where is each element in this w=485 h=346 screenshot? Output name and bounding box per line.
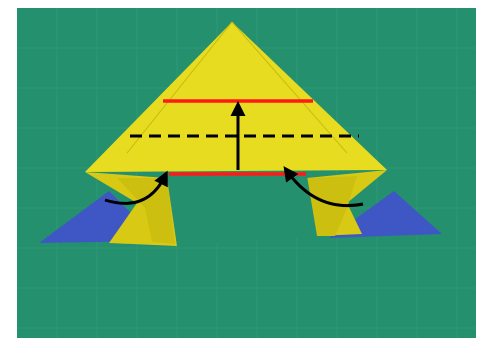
origami-photo [17,8,476,338]
mat-gap [169,176,317,246]
